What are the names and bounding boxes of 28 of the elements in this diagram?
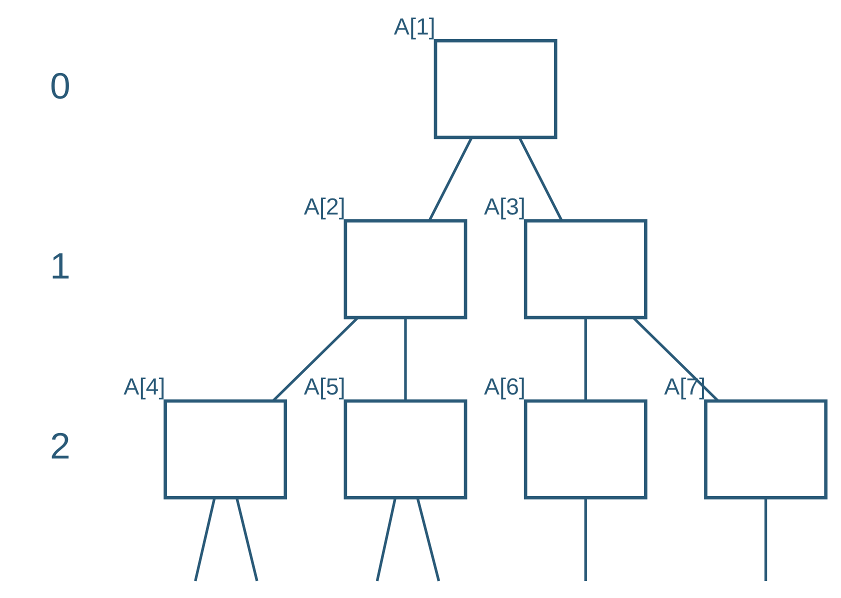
connector — [272, 316, 359, 402]
node-label: A[6] — [484, 374, 526, 400]
node-box — [704, 399, 828, 500]
node-label: A[1] — [394, 13, 436, 40]
connector — [416, 498, 440, 582]
node-label: A[3] — [484, 194, 526, 220]
node-label: A[4] — [124, 374, 166, 400]
connector — [584, 318, 587, 401]
connector — [584, 498, 587, 581]
node-box — [524, 399, 648, 500]
node-box — [344, 219, 468, 320]
connector — [518, 137, 563, 222]
connector — [235, 498, 258, 582]
connector — [632, 316, 719, 402]
node-label: A[5] — [304, 374, 346, 400]
label: 2 — [50, 426, 70, 467]
label: 1 — [50, 246, 70, 287]
connector — [428, 137, 473, 222]
node-label: A[2] — [304, 194, 346, 220]
connector — [376, 498, 397, 582]
node-box — [434, 39, 558, 140]
label: 0 — [50, 65, 70, 106]
node-box — [164, 399, 288, 500]
node-box — [524, 219, 648, 320]
connector — [194, 498, 216, 582]
connector — [764, 498, 768, 581]
node-box — [344, 399, 468, 500]
connector — [404, 318, 407, 401]
